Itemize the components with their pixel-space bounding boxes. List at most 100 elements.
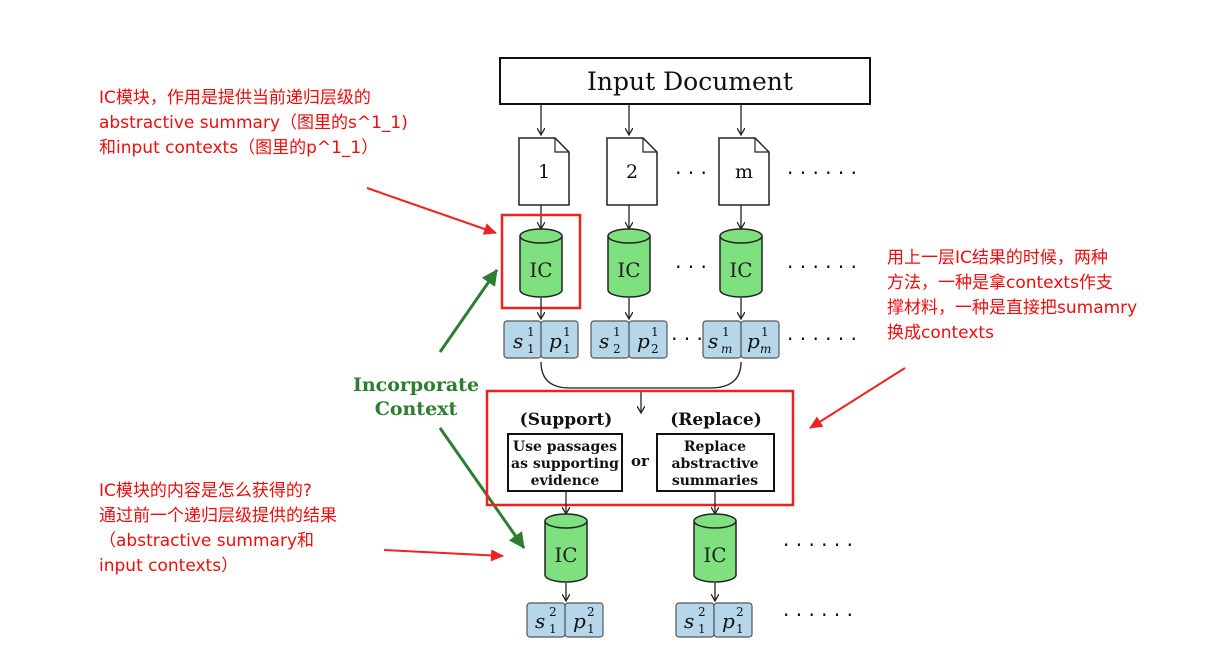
incorporate-arrow-up: [438, 269, 499, 353]
support-title: (Support): [520, 410, 613, 430]
summary-symbol: s: [513, 329, 523, 353]
context-superscript: 2: [587, 605, 595, 619]
summary-superscript: 1: [527, 325, 535, 339]
level2-pair-arrows: [566, 583, 715, 600]
summary-subscript: 2: [613, 342, 621, 356]
strategy-highlight-box: [485, 389, 795, 507]
doc-label-1: 1: [538, 161, 550, 183]
ic-cylinder-m: IC: [719, 228, 763, 298]
ic-ellipsis: · · ·: [675, 255, 707, 279]
ic-cylinder-2: IC: [607, 228, 651, 298]
annotation-arrow-right: [809, 367, 906, 429]
ic-cylinder-level2-2: IC: [693, 513, 737, 583]
annotation-line: 通过前一个递归层级提供的结果: [99, 506, 337, 526]
context-symbol: p: [722, 609, 735, 633]
summary-symbol: s: [684, 609, 694, 633]
document-1-icon: 1: [518, 137, 570, 206]
context-subscript: 1: [736, 622, 744, 636]
summary-superscript: 1: [613, 325, 621, 339]
summary-subscript: 1: [527, 342, 535, 356]
ic-label: IC: [554, 543, 577, 567]
replace-line: summaries: [672, 473, 758, 489]
ic-label: IC: [703, 543, 726, 567]
support-line: as supporting: [511, 456, 619, 472]
annotation-line: IC模块，作用是提供当前递归层级的: [99, 88, 371, 108]
replace-line: Replace: [684, 439, 746, 455]
pair-level2-2: s 2 1 p 2 1: [675, 602, 753, 638]
or-label: or: [631, 452, 650, 470]
annotation-line: 方法，一种是拿contexts作支: [887, 273, 1113, 293]
incorporate-label: Incorporate: [353, 374, 479, 396]
annotation-line: 和input contexts（图里的p^1_1）: [99, 138, 379, 158]
document-m-icon: m: [718, 137, 770, 206]
ic-cylinder-level2-1: IC: [544, 513, 588, 583]
pair-level2-1: s 2 1 p 2 1: [526, 602, 604, 638]
context-symbol: p: [747, 329, 760, 353]
pair-ellipsis: · · ·: [671, 327, 703, 351]
annotation-line: 撑材料，一种是直接把sumamry: [887, 298, 1138, 318]
annotation-top-left: IC模块，作用是提供当前递归层级的 abstractive summary（图里…: [99, 86, 408, 161]
summary-symbol: s: [708, 329, 718, 353]
summary-superscript: 2: [549, 605, 557, 619]
summary-subscript: 1: [549, 622, 557, 636]
summary-subscript: m: [721, 342, 732, 356]
ic-ellipsis-wide: · · · · · ·: [787, 255, 857, 279]
doc-arrows: [541, 104, 741, 134]
pair-2: s 1 2 p 1 2: [590, 320, 668, 359]
context-superscript: 1: [761, 325, 769, 339]
support-line: evidence: [531, 473, 600, 489]
input-document-label: Input Document: [587, 67, 793, 96]
input-document-box: Input Document: [499, 57, 871, 105]
annotation-arrow-bottom: [383, 549, 504, 562]
ic-arrows: [541, 205, 741, 228]
support-box: Use passages as supporting evidence: [507, 433, 623, 492]
pair-level2-ellipsis: · · · · · ·: [783, 603, 853, 627]
ic-cylinder-1: IC: [519, 228, 563, 298]
incorporate-arrow-down: [438, 427, 526, 549]
doc-ellipsis: · · ·: [675, 161, 707, 185]
annotation-line: （abstractive summary和: [99, 531, 315, 551]
support-line: Use passages: [513, 439, 617, 455]
context-superscript: 2: [736, 605, 744, 619]
context-superscript: 1: [651, 325, 659, 339]
annotation-arrow-top: [366, 187, 497, 235]
ic-label: IC: [617, 258, 640, 282]
annotation-line: 用上一层IC结果的时候，两种: [887, 248, 1108, 268]
level2-arrows: [566, 491, 715, 513]
doc-ellipsis-wide: · · · · · ·: [787, 161, 857, 185]
pair-ellipsis-wide: · · · · · ·: [787, 327, 857, 351]
annotation-line: abstractive summary（图里的s^1_1): [99, 113, 408, 133]
summary-superscript: 2: [698, 605, 706, 619]
pair-1: s 1 1 p 1 1: [503, 320, 579, 359]
pair-arrows: [541, 298, 741, 318]
context-subscript: 1: [563, 342, 571, 356]
doc-label-2: 2: [626, 161, 638, 183]
context-superscript: 1: [563, 325, 571, 339]
annotation-line: 换成contexts: [887, 323, 994, 343]
summary-subscript: 1: [698, 622, 706, 636]
summary-superscript: 1: [722, 325, 730, 339]
context-subscript: 2: [651, 342, 659, 356]
merge-curve: [540, 361, 742, 389]
ic-label: IC: [729, 258, 752, 282]
replace-box: Replace abstractive summaries: [656, 433, 775, 492]
context-subscript: m: [760, 342, 771, 356]
document-2-icon: 2: [606, 137, 658, 206]
annotation-bottom-left: IC模块的内容是怎么获得的? 通过前一个递归层级提供的结果 （abstracti…: [99, 479, 337, 579]
summary-symbol: s: [599, 329, 609, 353]
pair-m: s 1 m p 1 m: [702, 320, 780, 359]
replace-title: (Replace): [670, 410, 762, 430]
replace-line: abstractive: [671, 456, 758, 472]
context-symbol: p: [637, 329, 650, 353]
annotation-right: 用上一层IC结果的时候，两种 方法，一种是拿contexts作支 撑材料，一种是…: [887, 246, 1137, 346]
context-symbol: p: [549, 329, 562, 353]
annotation-line: IC模块的内容是怎么获得的?: [99, 481, 312, 501]
context-symbol: p: [573, 609, 586, 633]
ic-label: IC: [529, 258, 552, 282]
ic-level2-ellipsis: · · · · · ·: [783, 533, 853, 557]
annotation-line: input contexts）: [99, 556, 239, 576]
context-subscript: 1: [587, 622, 595, 636]
context-label: Context: [375, 398, 458, 420]
